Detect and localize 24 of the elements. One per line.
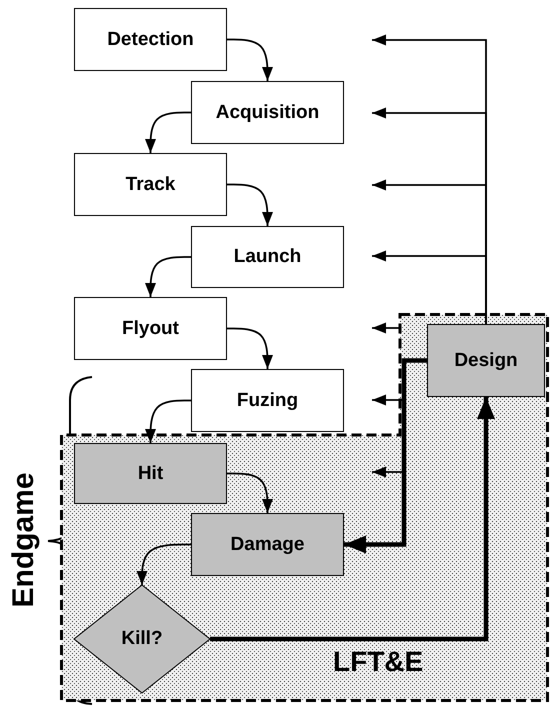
arrow bbox=[344, 358, 427, 554]
decision-diamond: Kill? bbox=[74, 585, 210, 693]
shaded-process-box: Design bbox=[427, 324, 545, 397]
arrow bbox=[145, 112, 191, 153]
process-box: Acquisition bbox=[191, 81, 344, 144]
process-box: Launch bbox=[191, 226, 344, 288]
process-box: Track bbox=[74, 153, 227, 216]
side-label: Endgame bbox=[7, 472, 41, 608]
process-box: Flyout bbox=[74, 297, 227, 360]
shaded-process-box: Hit bbox=[74, 443, 227, 504]
dashed-region bbox=[60, 313, 549, 702]
arrow bbox=[227, 472, 273, 513]
arrow bbox=[227, 38, 273, 81]
arrow bbox=[227, 184, 273, 226]
shaded-process-box: Damage bbox=[191, 513, 344, 576]
process-box: Fuzing bbox=[191, 369, 344, 432]
arrow bbox=[227, 328, 273, 369]
arrow bbox=[145, 400, 191, 443]
arrow bbox=[136, 544, 191, 585]
arrow bbox=[372, 322, 400, 334]
process-box: Detection bbox=[74, 8, 227, 71]
arrow bbox=[145, 256, 191, 297]
arrow bbox=[210, 397, 495, 642]
region-label: LFT&E bbox=[333, 646, 424, 678]
